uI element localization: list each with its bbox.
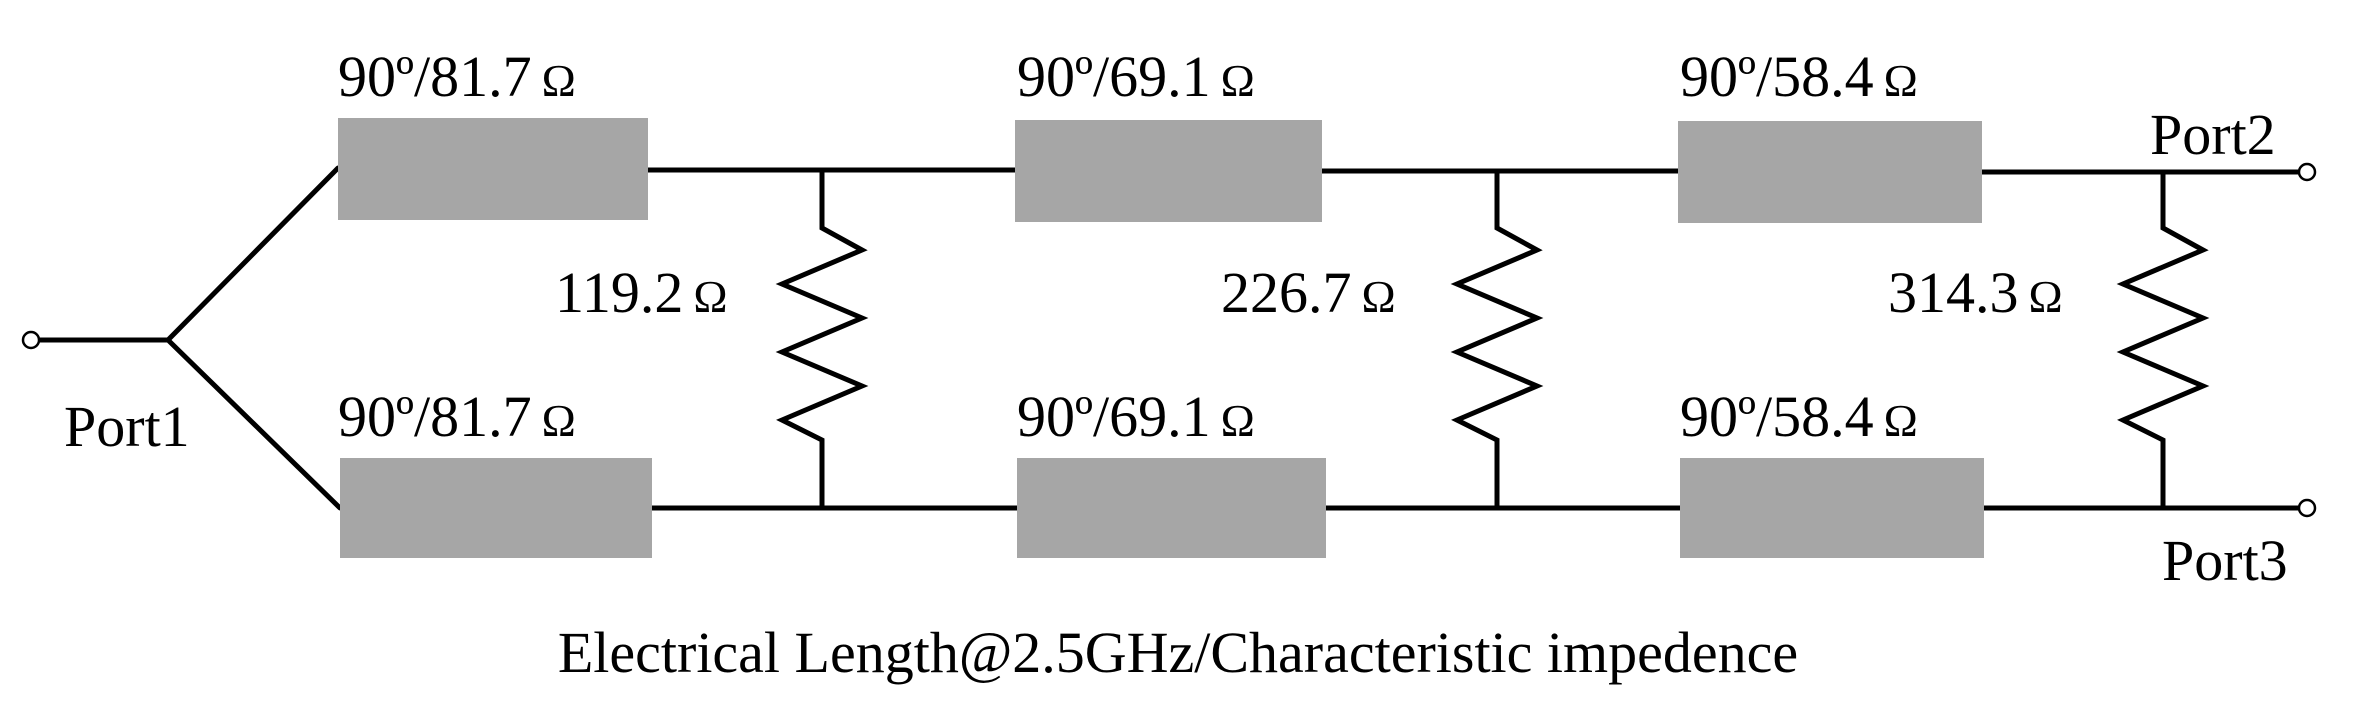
tl-bottom-3	[1680, 458, 1984, 558]
tl-top-1	[338, 118, 648, 220]
port2-label: Port2	[2150, 102, 2276, 167]
tl-top-2	[1015, 120, 1322, 222]
tl-bottom-1	[340, 458, 652, 558]
port1-terminal	[21, 330, 41, 350]
upper-branch-wire	[165, 165, 341, 343]
caption: Electrical Length@2.5GHz/Characteristic …	[558, 620, 1798, 685]
port-terminals	[21, 162, 2317, 518]
resistor-2	[1450, 171, 1544, 508]
isolation-resistors	[775, 170, 2210, 508]
port3-label: Port3	[2162, 528, 2288, 593]
port3-terminal	[2297, 498, 2317, 518]
lower-branch-wire	[165, 337, 343, 511]
wires	[33, 165, 2303, 511]
port1-label: Port1	[64, 394, 190, 459]
tl-top-3	[1678, 121, 1982, 223]
tl-bottom-2	[1017, 458, 1326, 558]
resistor-3	[2116, 172, 2210, 508]
transmission-lines	[338, 118, 1984, 558]
port2-terminal	[2297, 162, 2317, 182]
resistor-1	[775, 170, 869, 508]
